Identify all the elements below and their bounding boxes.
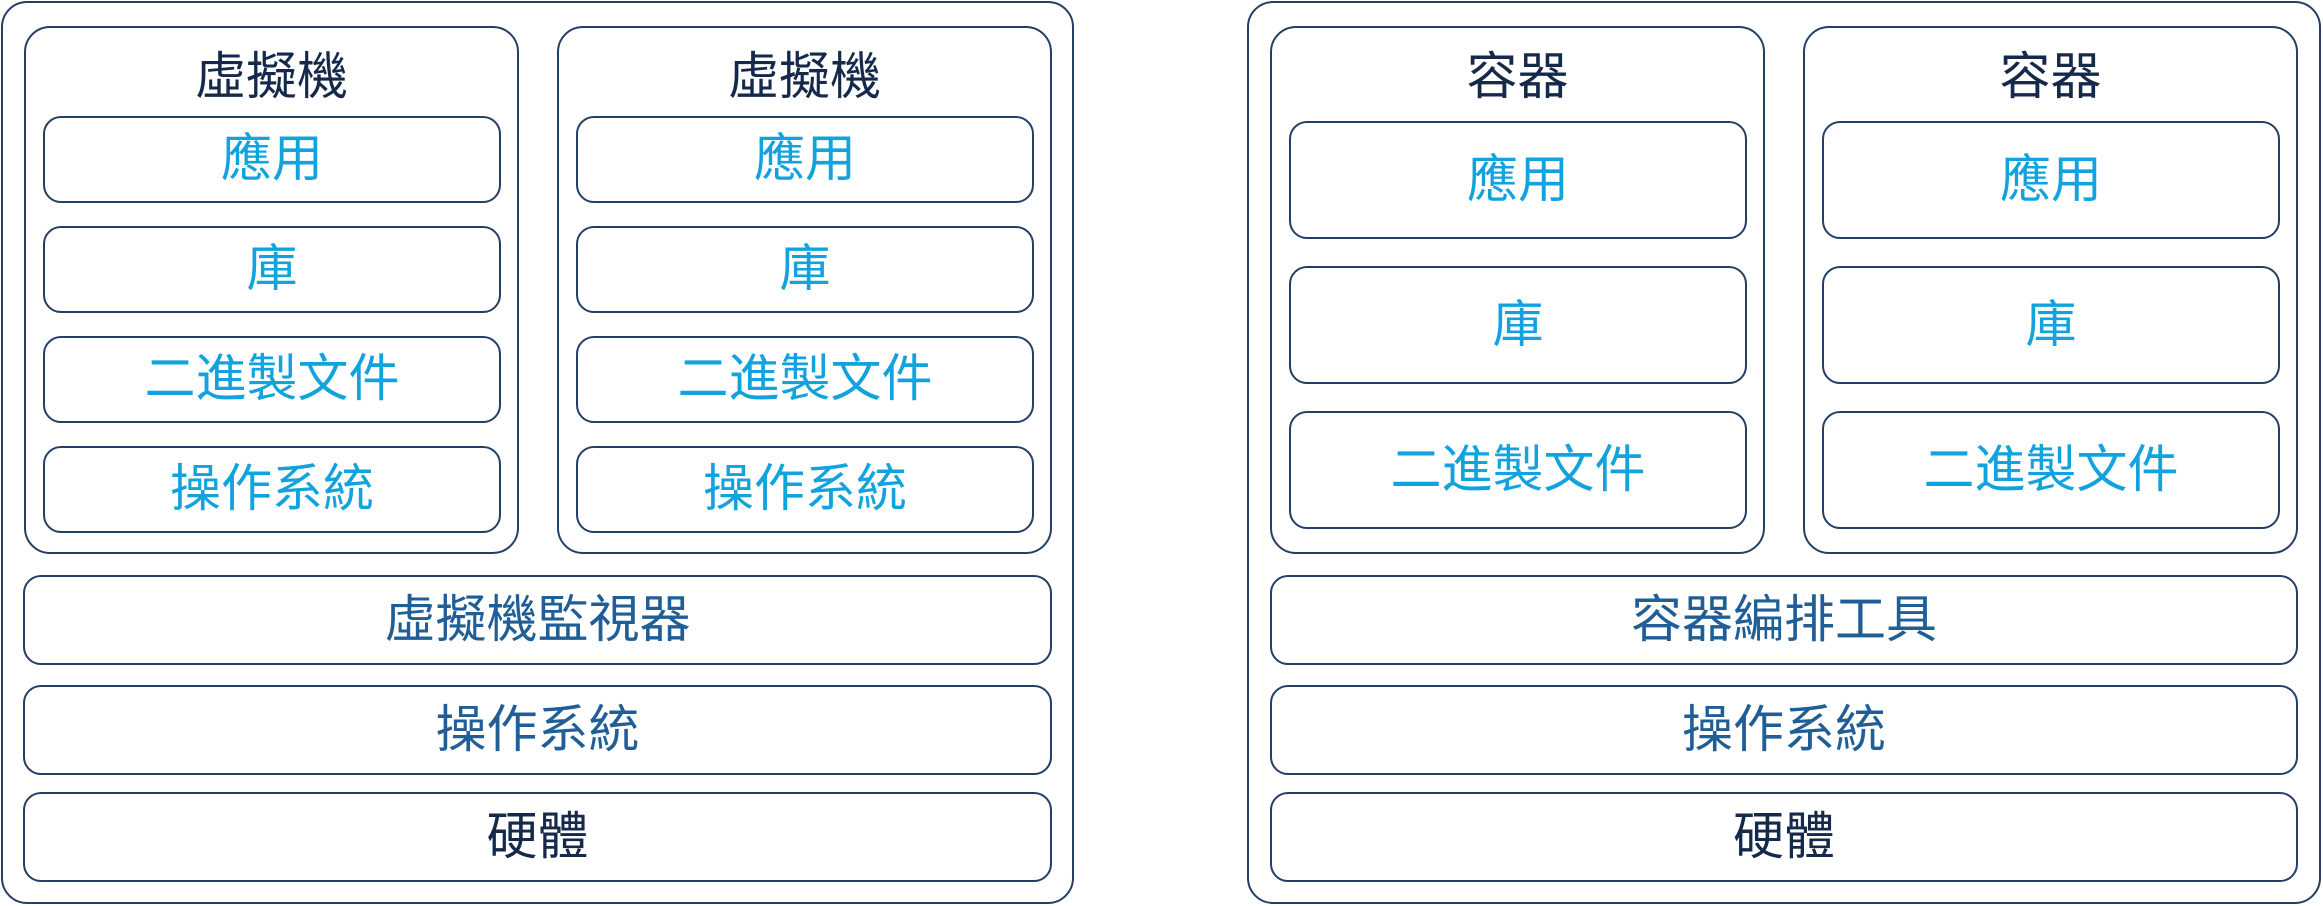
vm1-lib-layer: 庫 bbox=[43, 226, 501, 313]
vm-title: 虛擬機 bbox=[727, 48, 881, 107]
vm-title: 虛擬機 bbox=[194, 48, 348, 107]
container-title: 容器 bbox=[1999, 48, 2102, 107]
vm-hardware-layer: 硬體 bbox=[23, 792, 1052, 882]
container2-app-layer: 應用 bbox=[1822, 121, 2280, 239]
vm2-guest-os-layer: 操作系統 bbox=[576, 446, 1034, 533]
vm1-app-layer: 應用 bbox=[43, 116, 501, 203]
hypervisor-layer: 虛擬機監視器 bbox=[23, 575, 1052, 665]
vm2-lib-layer: 庫 bbox=[576, 226, 1034, 313]
container1-lib-layer: 庫 bbox=[1289, 266, 1747, 384]
container-orchestrator-layer: 容器編排工具 bbox=[1270, 575, 2298, 665]
vm1-guest-os-layer: 操作系統 bbox=[43, 446, 501, 533]
container1-app-layer: 應用 bbox=[1289, 121, 1747, 239]
vm1-binaries-layer: 二進製文件 bbox=[43, 336, 501, 423]
container2-lib-layer: 庫 bbox=[1822, 266, 2280, 384]
container-title: 容器 bbox=[1466, 48, 1569, 107]
container-host-os-layer: 操作系統 bbox=[1270, 685, 2298, 775]
vm2-app-layer: 應用 bbox=[576, 116, 1034, 203]
vm-host-os-layer: 操作系統 bbox=[23, 685, 1052, 775]
container2-binaries-layer: 二進製文件 bbox=[1822, 411, 2280, 529]
container1-binaries-layer: 二進製文件 bbox=[1289, 411, 1747, 529]
container-hardware-layer: 硬體 bbox=[1270, 792, 2298, 882]
vm2-binaries-layer: 二進製文件 bbox=[576, 336, 1034, 423]
